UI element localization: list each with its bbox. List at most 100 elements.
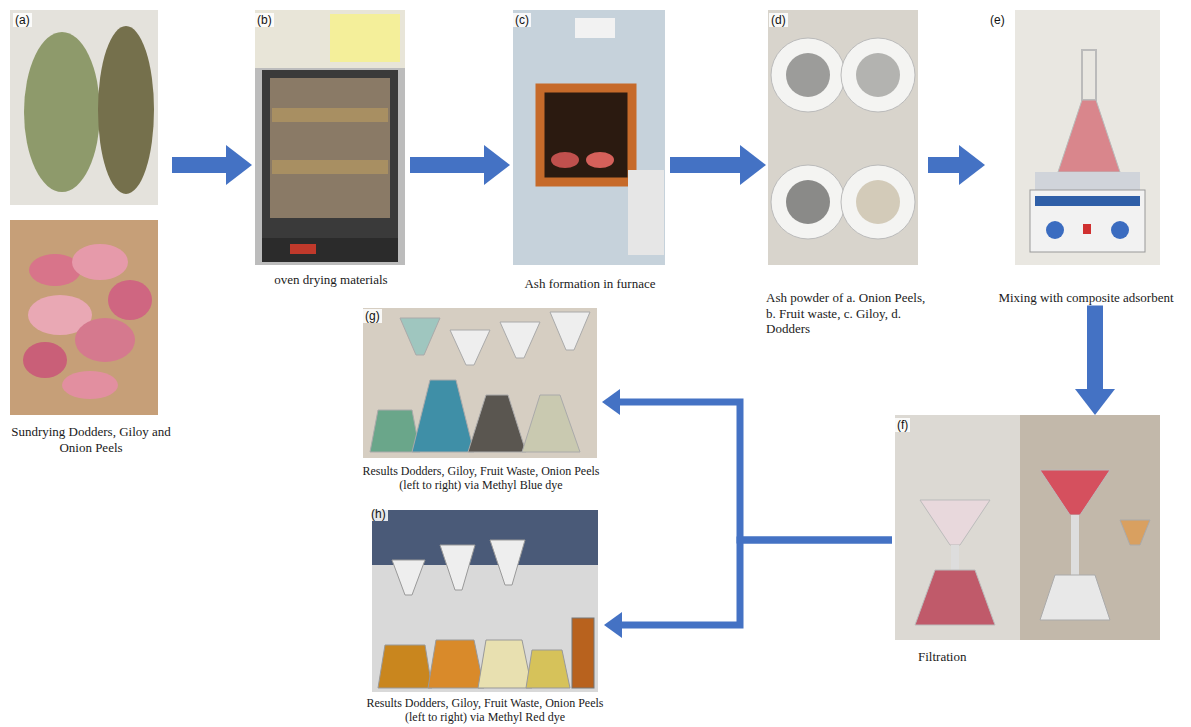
rack xyxy=(372,510,598,565)
photo-ground xyxy=(513,10,665,265)
label-sticker xyxy=(575,18,615,38)
funnel xyxy=(392,560,425,595)
bottle xyxy=(572,618,594,688)
arrow-head xyxy=(959,145,985,185)
arrow-head xyxy=(602,389,620,415)
flask xyxy=(522,395,580,452)
flask xyxy=(412,380,474,452)
panel-letter: (e) xyxy=(988,13,1007,27)
panel-node: (a) Sundrying Dodders, Giloy and Onion Pe… xyxy=(10,10,172,455)
stirrer-body xyxy=(1030,190,1145,252)
ash xyxy=(786,180,830,224)
side-panel xyxy=(628,170,664,255)
arrow-shaft xyxy=(1087,306,1103,389)
oven-frame xyxy=(262,70,398,238)
tray xyxy=(272,160,388,174)
furnace-photo xyxy=(513,10,665,265)
flow-arrow xyxy=(604,540,892,638)
arrow-shaft xyxy=(670,157,740,173)
panel-caption: Results Dodders, Giloy, Fruit Waste, Oni… xyxy=(366,692,604,725)
display xyxy=(290,244,316,254)
funnel xyxy=(440,545,475,590)
panel-node: (c) Ash formation in furnace xyxy=(510,10,670,292)
panel-caption: oven drying materials xyxy=(252,268,410,288)
flask xyxy=(1040,575,1110,620)
furnace-door xyxy=(540,88,632,182)
photo-ground xyxy=(372,510,598,692)
bowl xyxy=(841,38,915,112)
ash-photo xyxy=(768,10,918,265)
arrow-head xyxy=(226,145,252,185)
funnel xyxy=(490,540,525,585)
funnel xyxy=(1120,520,1150,545)
flask xyxy=(428,640,484,688)
flow-arrow xyxy=(1075,306,1115,415)
photo-ground xyxy=(10,10,158,205)
panel-letter: (d) xyxy=(769,13,788,27)
panel-letter: (h) xyxy=(369,507,388,521)
tray xyxy=(272,108,388,122)
funnel xyxy=(550,312,590,350)
panel-caption: Ash powder of a. Onion Peels, b. Fruit w… xyxy=(766,286,928,337)
flow-arrow xyxy=(410,145,510,185)
filtration-photo xyxy=(895,415,1160,640)
bowl xyxy=(771,165,845,239)
funnel xyxy=(920,500,990,545)
control-panel xyxy=(262,238,398,262)
panel-caption: Results Dodders, Giloy, Fruit Waste, Oni… xyxy=(360,460,602,493)
funnel-stem xyxy=(1071,515,1079,575)
panel-node: (f) Filtration xyxy=(892,415,1164,665)
flask xyxy=(478,640,532,688)
arrow-shaft xyxy=(622,540,892,625)
photo-ground xyxy=(895,415,1020,640)
panel-letter: (g) xyxy=(363,309,382,323)
flow-arrow xyxy=(928,145,985,185)
peel-photo xyxy=(10,220,158,415)
arrow-shaft xyxy=(620,402,892,540)
photo-ground xyxy=(363,308,597,458)
peel xyxy=(62,371,118,399)
arrow-head xyxy=(484,145,510,185)
panel-caption: Sundrying Dodders, Giloy and Onion Peels xyxy=(10,420,172,455)
paper-ground xyxy=(10,220,158,415)
panel-letter: (a) xyxy=(13,13,32,27)
ash xyxy=(786,53,830,97)
flow-arrow xyxy=(602,389,892,540)
panel-letter: (f) xyxy=(895,418,910,432)
newspaper xyxy=(255,10,405,68)
funnel xyxy=(1040,470,1110,515)
filtrate xyxy=(915,570,995,625)
arrow-shaft xyxy=(410,157,484,173)
bowl xyxy=(771,38,845,112)
peel xyxy=(108,280,152,320)
ash xyxy=(856,53,900,97)
arrow-head xyxy=(740,145,766,185)
oven-interior xyxy=(270,78,390,218)
knob xyxy=(1111,221,1129,239)
panel-letter: (b) xyxy=(255,13,274,27)
funnel xyxy=(450,330,490,365)
panel-caption: Filtration xyxy=(892,645,1164,665)
panel-node: (b) oven drying materials xyxy=(252,10,410,288)
flask xyxy=(1058,100,1120,172)
flask-neck xyxy=(1082,50,1096,100)
panel-letter: (c) xyxy=(513,13,531,27)
peel xyxy=(23,342,67,378)
panel-caption: Ash formation in furnace xyxy=(510,272,670,292)
funnel xyxy=(500,322,540,358)
flask xyxy=(526,650,570,688)
panel-node: (g) Results Dodders, Giloy, Fruit Waste, … xyxy=(360,306,602,493)
funnel-stem xyxy=(951,545,959,570)
dodder-pile xyxy=(24,32,100,192)
switch xyxy=(1083,224,1091,234)
ash xyxy=(856,180,900,224)
giloy-pile xyxy=(98,26,154,194)
arrow-head xyxy=(604,612,622,638)
stirrer-photo xyxy=(1015,10,1160,265)
funnel xyxy=(400,318,440,355)
arrow-shaft xyxy=(172,157,226,173)
stirrer-label xyxy=(1035,196,1140,206)
flow-arrow xyxy=(670,145,766,185)
